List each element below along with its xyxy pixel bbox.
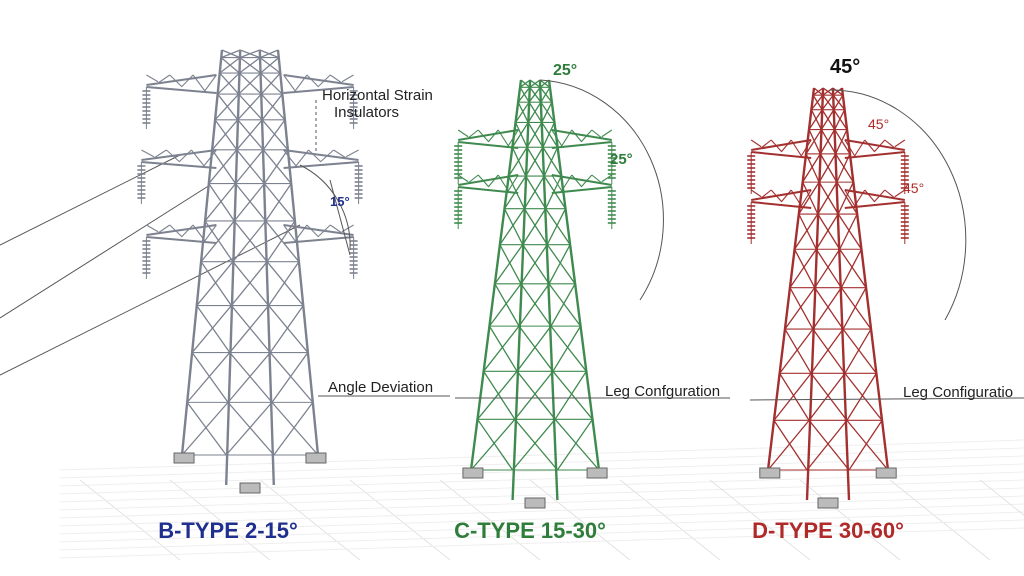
d-type-tower xyxy=(747,87,909,509)
d-angle-top: 45° xyxy=(830,56,861,78)
d-angle-arm-1: 45° xyxy=(868,116,890,132)
angle-arcs xyxy=(299,79,1024,401)
d-angle-arm-2: 45° xyxy=(903,180,925,196)
c-type-title: C-TYPE 15-30° xyxy=(454,518,606,543)
callout-insulators: Insulators xyxy=(334,104,400,121)
d-type-title: D-TYPE 30-60° xyxy=(752,518,904,543)
callout-horizontal-strain: Horizontal Strain xyxy=(322,87,433,104)
d-callout-leg-configuration: Leg Configuratio xyxy=(903,384,1014,401)
c-callout-leg-configuration: Leg Confguration xyxy=(605,383,721,400)
b-angle-label: 15° xyxy=(330,194,350,209)
b-type-title: B-TYPE 2-15° xyxy=(158,518,298,543)
c-angle-top: 25° xyxy=(553,62,578,79)
b-type-tower xyxy=(137,49,363,494)
callout-angle-deviation: Angle Deviation xyxy=(328,379,434,396)
conductor-lines xyxy=(0,154,301,376)
c-type-tower xyxy=(454,79,616,509)
c-angle-arm: 25° xyxy=(610,151,633,168)
